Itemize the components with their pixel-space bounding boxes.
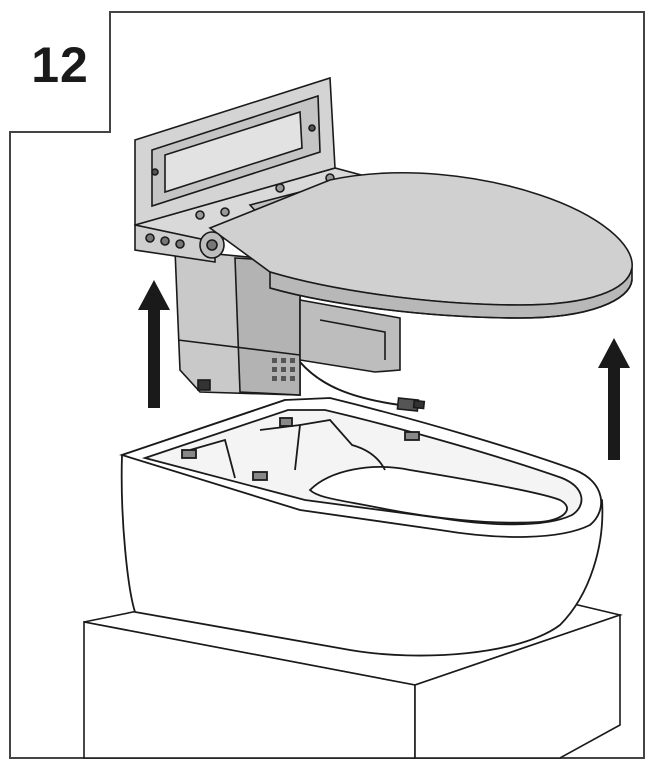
step-frame [9, 11, 645, 759]
step-number: 12 [31, 37, 89, 93]
toilet-bowl [119, 397, 604, 657]
bidet-seat-unit [134, 76, 633, 412]
up-arrow-icon [138, 280, 170, 408]
power-cord [299, 361, 401, 406]
up-arrow-icon [598, 338, 630, 460]
vent-grid [272, 358, 295, 381]
